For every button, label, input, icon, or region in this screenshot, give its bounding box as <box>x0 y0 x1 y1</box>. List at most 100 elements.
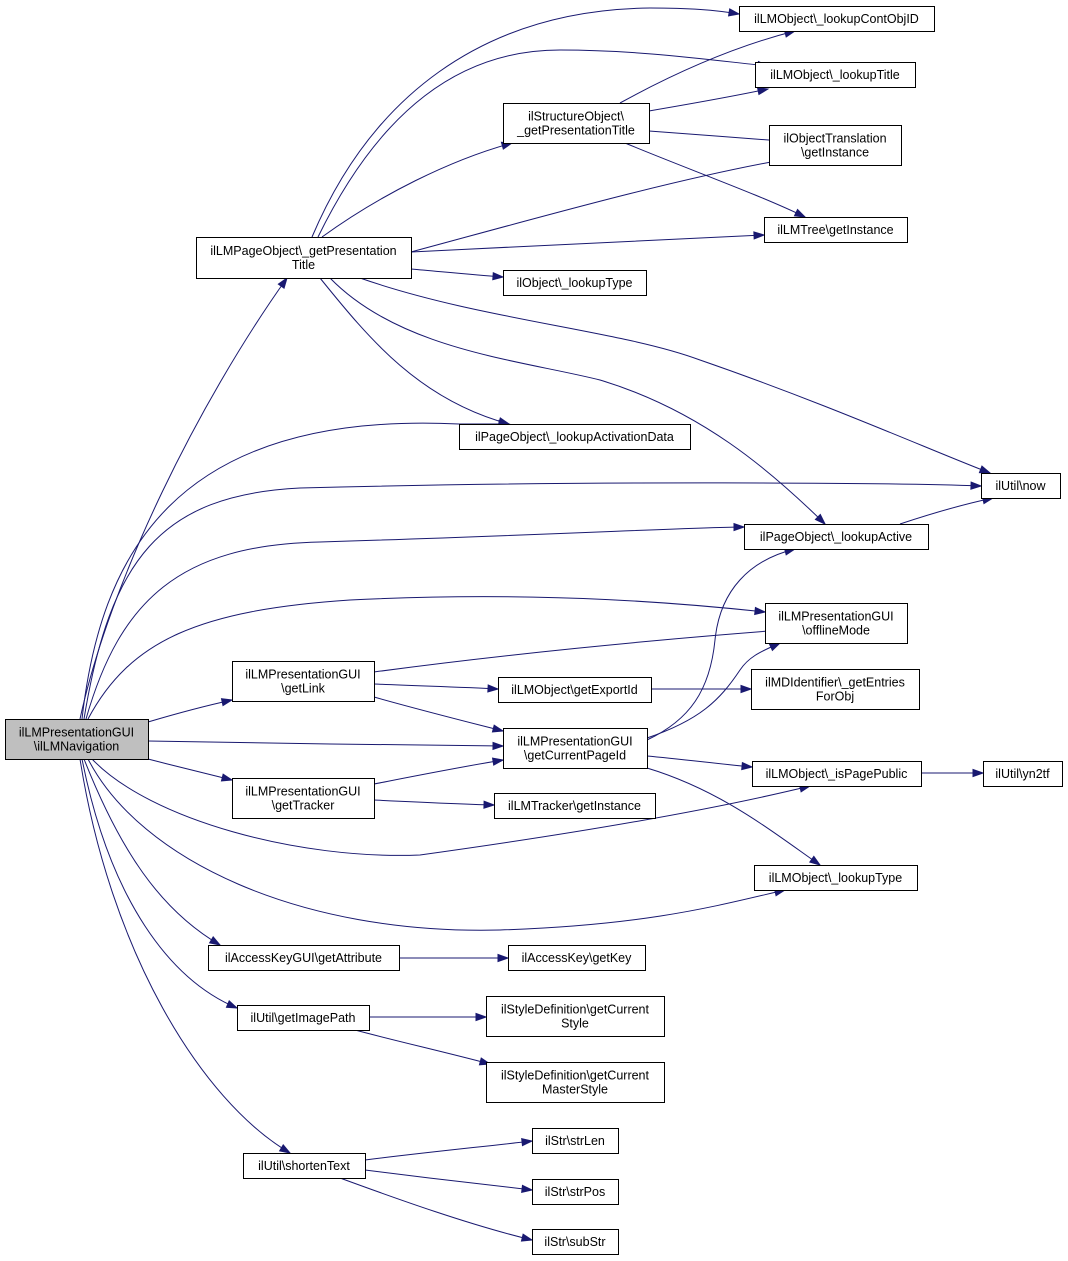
node-lookup-activation-data[interactable]: ilPageObject\_lookupActivationData <box>459 424 691 450</box>
node-box <box>754 865 918 891</box>
arrowhead <box>814 513 827 526</box>
edge-root-to-getLink <box>147 698 234 723</box>
edge-line <box>373 629 783 673</box>
edge-line <box>83 758 221 946</box>
edge-lmPageTitle-to-objTranslation <box>410 157 784 253</box>
node-get-link[interactable]: ilLMPresentationGUI\getLink <box>232 661 375 702</box>
edge-line <box>646 767 821 866</box>
node-root[interactable]: ilLMPresentationGUI\ilLMNavigation <box>5 719 149 760</box>
node-lm-page-title[interactable]: ilLMPageObject\_getPresentationTitle <box>196 237 412 279</box>
node-str-len[interactable]: ilStr\strLen <box>532 1128 619 1154</box>
edge-root-to-accessKeyAttr <box>83 758 222 946</box>
node-box <box>744 524 929 550</box>
node-get-current-page-id[interactable]: ilLMPresentationGUI\getCurrentPageId <box>503 728 648 769</box>
node-box <box>243 1153 366 1179</box>
node-label: ForObj <box>816 690 854 704</box>
arrowhead <box>521 1184 534 1193</box>
node-label: ilLMObject\_lookupContObjID <box>754 12 919 26</box>
node-get-image-path[interactable]: ilUtil\getImagePath <box>237 1005 370 1031</box>
arrowhead <box>733 522 746 532</box>
node-yn2tf[interactable]: ilUtil\yn2tf <box>983 761 1063 787</box>
node-box <box>503 103 650 144</box>
node-sub-str[interactable]: ilStr\subStr <box>532 1229 619 1255</box>
node-box <box>503 728 648 769</box>
node-label: ilLMObject\getExportId <box>511 683 637 697</box>
edge-line <box>646 755 753 768</box>
node-box <box>532 1229 619 1255</box>
node-str-pos[interactable]: ilStr\strPos <box>532 1179 619 1205</box>
node-label: MasterStyle <box>542 1083 608 1097</box>
edge-line <box>648 88 769 112</box>
edge-getTracker-to-getCurrentPageId <box>373 757 505 785</box>
node-offline-mode[interactable]: ilLMPresentationGUI\offlineMode <box>765 603 908 644</box>
node-box <box>752 761 922 787</box>
edge-accessKeyAttr-to-accessKeyGetKey <box>398 953 510 963</box>
node-lookup-active[interactable]: ilPageObject\_lookupActive <box>744 524 929 550</box>
edge-root-to-isPagePublic <box>91 758 812 856</box>
node-label: ilObjectTranslation <box>783 132 886 146</box>
arrowhead <box>225 999 239 1009</box>
edge-line <box>329 277 826 525</box>
arrowhead <box>277 276 288 289</box>
node-get-export-id[interactable]: ilLMObject\getExportId <box>498 677 652 703</box>
node-obj-lookup-type[interactable]: ilObject\_lookupType <box>503 270 647 296</box>
node-label: ilLMObject\_lookupType <box>769 871 902 885</box>
edge-structPresTitle-to-lmLookupTitle <box>648 87 770 112</box>
node-lm-lookup-type[interactable]: ilLMObject\_lookupType <box>754 865 918 891</box>
edge-line <box>373 799 495 806</box>
call-graph-nodes: ilLMPresentationGUI\ilLMNavigation ilLMPa… <box>5 6 1063 1255</box>
node-lookup-cont-obj-i-d[interactable]: ilLMObject\_lookupContObjID <box>739 6 935 32</box>
node-label: ilLMPresentationGUI <box>19 726 134 740</box>
node-label: ilStyleDefinition\getCurrent <box>501 1069 650 1083</box>
node-label: ilUtil\yn2tf <box>995 767 1050 781</box>
node-box <box>508 945 646 971</box>
edge-line <box>624 142 806 218</box>
edge-root-to-getImagePath <box>81 758 239 1009</box>
edge-line <box>373 683 499 690</box>
node-label: ilUtil\shortenText <box>258 1159 350 1173</box>
arrowhead <box>492 741 505 751</box>
node-util-now[interactable]: ilUtil\now <box>981 473 1061 499</box>
node-lm-lookup-title[interactable]: ilLMObject\_lookupTitle <box>755 62 916 88</box>
node-box <box>769 125 902 166</box>
edge-lmPageTitle-to-objLookupType <box>410 268 505 281</box>
arrowhead <box>208 936 222 946</box>
node-access-key-attr[interactable]: ilAccessKeyGUI\getAttribute <box>208 945 400 971</box>
arrowhead <box>520 1233 534 1242</box>
arrowhead <box>808 855 822 866</box>
node-obj-translation[interactable]: ilObjectTranslation\getInstance <box>769 125 902 166</box>
edge-line <box>364 1169 533 1191</box>
node-label: ilAccessKey\getKey <box>522 951 633 965</box>
arrowhead <box>727 8 741 17</box>
node-label: ilPageObject\_lookupActive <box>760 530 912 544</box>
node-box <box>459 424 691 450</box>
node-label: ilLMPresentationGUI <box>778 610 893 624</box>
edge-isPagePublic-to-yn2tf <box>921 768 985 778</box>
edge-root-to-offlineMode <box>87 596 767 720</box>
node-shorten-text[interactable]: ilUtil\shortenText <box>243 1153 366 1179</box>
edge-line <box>410 159 783 253</box>
edge-line <box>319 277 510 425</box>
node-get-tracker[interactable]: ilLMPresentationGUI\getTracker <box>232 778 375 819</box>
edge-getLink-to-getExportId <box>373 683 500 693</box>
node-box <box>755 62 916 88</box>
node-label: ilLMObject\_lookupTitle <box>770 68 900 82</box>
arrowhead <box>978 465 992 474</box>
arrowhead <box>220 773 234 782</box>
node-lm-tree-instance[interactable]: ilLMTree\getInstance <box>764 217 908 243</box>
node-struct-pres-title[interactable]: ilStructureObject\_getPresentationTitle <box>503 103 650 144</box>
node-label: ilStr\strLen <box>545 1134 605 1148</box>
node-is-page-public[interactable]: ilLMObject\_isPagePublic <box>752 761 922 787</box>
node-label: ilUtil\getImagePath <box>251 1011 356 1025</box>
edge-line <box>364 1140 533 1161</box>
arrowhead <box>497 417 511 426</box>
node-access-key-get-key[interactable]: ilAccessKey\getKey <box>508 945 646 971</box>
edge-root-to-getTracker <box>147 758 234 782</box>
node-box <box>498 677 652 703</box>
node-label: \getTracker <box>272 799 335 813</box>
node-tracker-instance[interactable]: ilLMTracker\getInstance <box>494 793 656 819</box>
node-box <box>739 6 935 32</box>
